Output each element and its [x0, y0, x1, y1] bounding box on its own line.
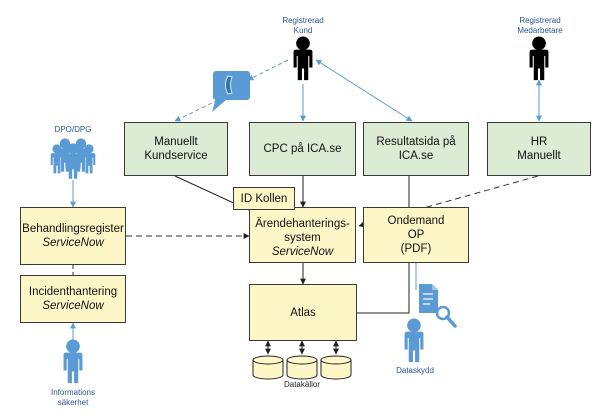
- informationssakerhet-label-line1: Informations: [50, 388, 96, 397]
- hr-manuellt-line2: Manuellt: [517, 150, 561, 162]
- registrerad-kund-label-line1: Registrerad: [282, 16, 324, 25]
- document-search-icon: [419, 284, 457, 328]
- registrerad-medarbetare-label: Registrerad Medarbetare: [505, 16, 575, 35]
- hr-manuellt-line1: HR: [530, 136, 548, 148]
- behandlingsregister-line2: ServiceNow: [42, 237, 104, 249]
- dataskydd-person-icon: [404, 318, 424, 363]
- informationssakerhet-label: Informations säkerhet: [38, 388, 108, 407]
- informationssakerhet-person-icon: [63, 339, 83, 384]
- incidenthantering-line2: ServiceNow: [42, 300, 104, 312]
- arende-line3: ServiceNow: [271, 246, 334, 258]
- dpo-dpg-group-icon: [50, 138, 96, 179]
- manuellt-kundservice-line2: Kundservice: [144, 150, 208, 162]
- ondemand-line3: (PDF): [400, 243, 432, 255]
- registrerad-medarbetare-label-line1: Registrerad: [519, 16, 561, 25]
- registrerad-medarbetare-label-line2: Medarbetare: [517, 25, 563, 35]
- resultatsida-line1: Resultatsida på: [376, 136, 456, 148]
- ondemand-to-atlas-line: [357, 263, 410, 314]
- resultatsida-line2: ICA.se: [398, 150, 434, 162]
- manuellt-kundservice-line1: Manuellt: [154, 136, 198, 148]
- id-kollen-box: ID Kollen: [233, 187, 295, 210]
- database-icon: [252, 355, 352, 380]
- arendehantering-box: Ärendehanterings- system ServiceNow: [249, 207, 356, 263]
- registrerad-kund-label-line2: Kund: [293, 25, 313, 35]
- dataskydd-label: Dataskydd: [396, 366, 434, 375]
- ondemand-box: Ondemand OP (PDF): [363, 207, 469, 263]
- resultatsida-box: Resultatsida på ICA.se: [363, 122, 469, 176]
- hr-manuellt-box: HR Manuellt: [487, 122, 591, 176]
- phone-to-kundservice-dashed: [174, 99, 219, 122]
- phone-icon: [212, 71, 250, 112]
- atlas-line1: Atlas: [290, 306, 316, 319]
- arende-line1: Ärendehanterings-: [255, 218, 350, 230]
- incidenthantering-line1: Incidenthantering: [28, 286, 118, 298]
- ondemand-line2: OP: [407, 229, 425, 241]
- atlas-box: Atlas: [249, 284, 357, 341]
- connectors: [70, 59, 542, 355]
- behandlingsregister-box: Behandlingsregister ServiceNow: [20, 207, 126, 265]
- id-kollen-line1: ID Kollen: [240, 192, 288, 205]
- manuellt-kundservice-box: Manuellt Kundservice: [124, 122, 228, 176]
- registrerad-medarbetare-person-icon: [529, 36, 549, 81]
- informationssakerhet-label-line2: säkerhet: [57, 397, 89, 407]
- cpc-line1: CPC på ICA.se: [263, 143, 342, 155]
- ondemand-line1: Ondemand: [387, 215, 445, 227]
- registrerad-kund-person-icon: [293, 36, 313, 81]
- kund-to-resultatsida-arrow: [315, 59, 413, 122]
- registrerad-kund-label: Registrerad Kund: [273, 16, 333, 35]
- dpo-dpg-label: DPO/DPG: [54, 125, 92, 134]
- database-1: [252, 355, 284, 380]
- datakallor-label: Datakällor: [283, 380, 320, 389]
- cpc-box: CPC på ICA.se: [249, 122, 356, 176]
- arende-line2: system: [284, 232, 321, 244]
- database-3: [320, 355, 352, 380]
- database-2: [286, 355, 318, 380]
- incidenthantering-box: Incidenthantering ServiceNow: [20, 275, 126, 323]
- kund-to-phone-dashed: [247, 59, 289, 81]
- behandlingsregister-line1: Behandlingsregister: [22, 223, 124, 235]
